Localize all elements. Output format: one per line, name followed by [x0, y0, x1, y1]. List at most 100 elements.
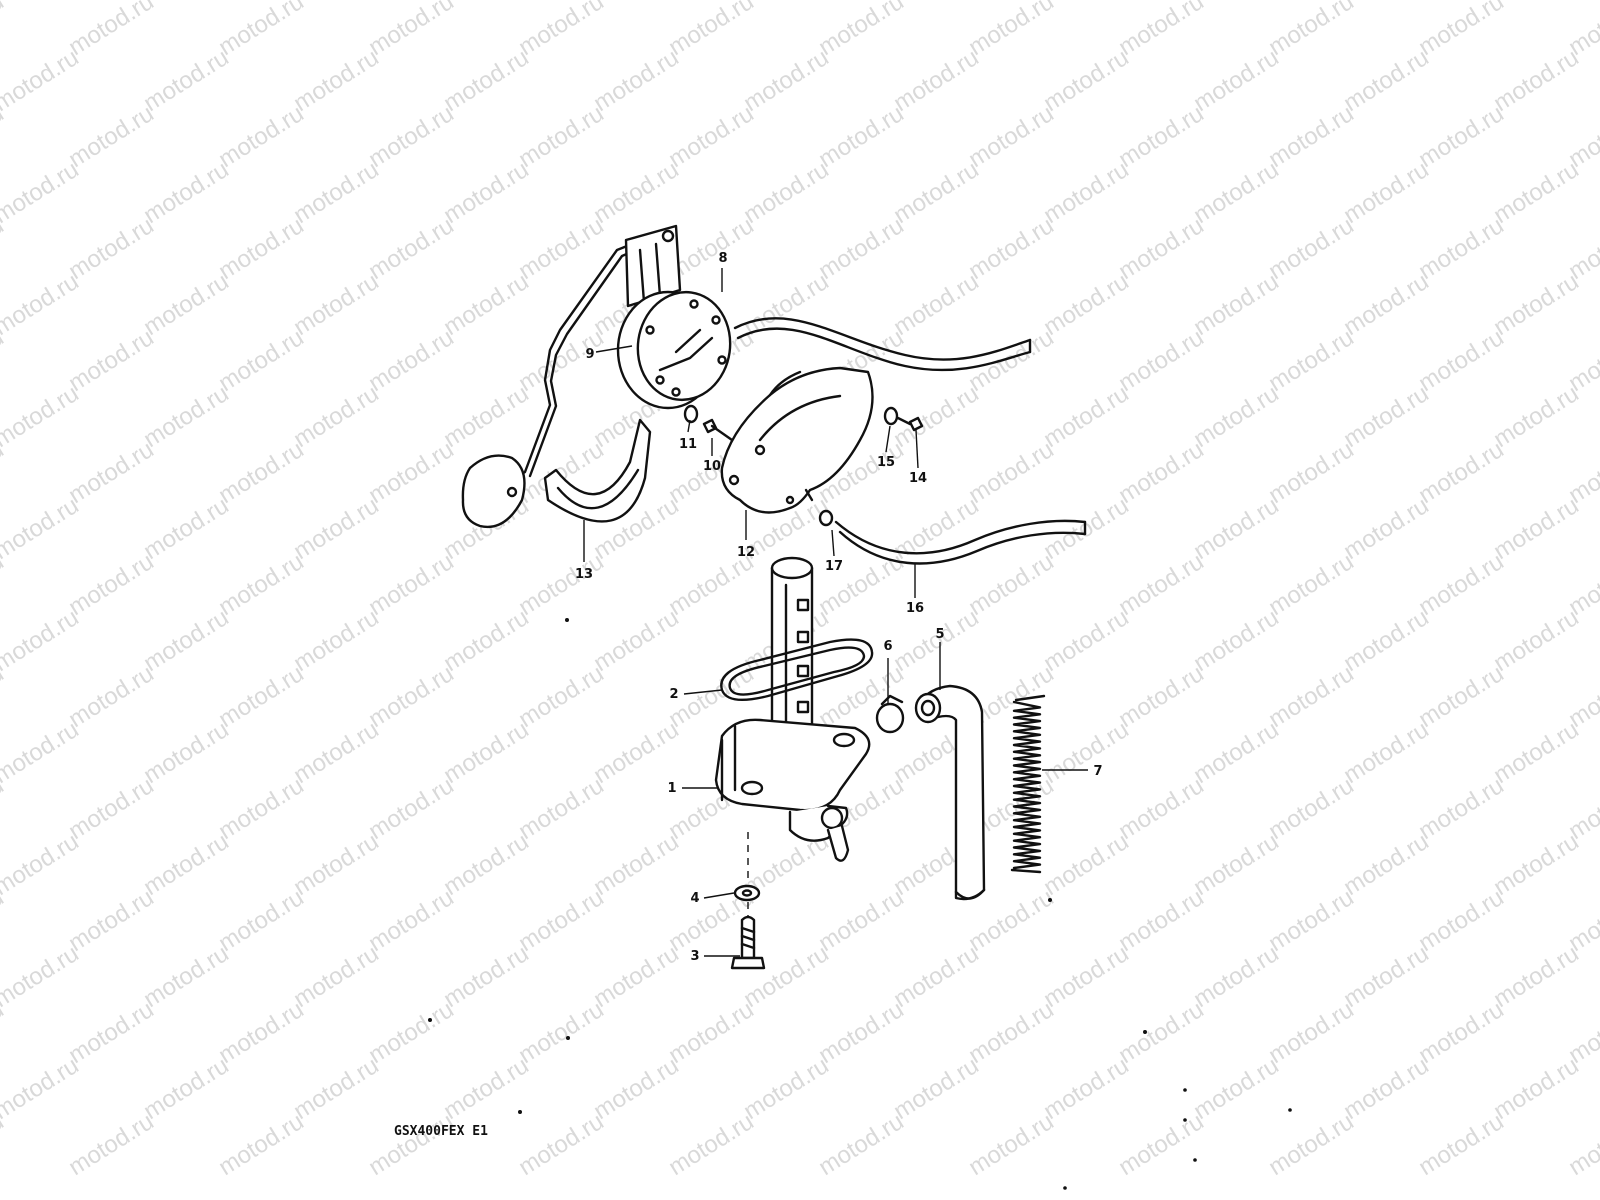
watermark-text: motod.ru	[214, 996, 309, 1069]
watermark-text: motod.ru	[1114, 548, 1209, 621]
watermark-text: motod.ru	[289, 1052, 384, 1125]
watermark-text: motod.ru	[289, 156, 384, 229]
watermark-text: motod.ru	[364, 548, 459, 621]
fuel-hose-icon	[914, 684, 986, 901]
watermark-text: motod.ru	[439, 156, 534, 229]
watermark-text: motod.ru	[1039, 1052, 1134, 1125]
watermark-text: motod.ru	[0, 828, 84, 901]
watermark-text: motod.ru	[1264, 772, 1359, 845]
watermark-text: motod.ru	[1114, 884, 1209, 957]
watermark-text: motod.ru	[214, 324, 309, 397]
watermark-text: motod.ru	[1189, 828, 1284, 901]
watermark-text: motod.ru	[1189, 604, 1284, 677]
watermark-text: motod.ru	[589, 44, 684, 117]
watermark-text: motod.ru	[889, 268, 984, 341]
watermark-text: motod.ru	[1339, 940, 1434, 1013]
watermark-text: motod.ru	[0, 380, 84, 453]
wire-lead-icon	[834, 519, 1087, 565]
watermark-text: motod.ru	[889, 44, 984, 117]
watermark-text: motod.ru	[1414, 100, 1509, 173]
watermark-text: motod.ru	[814, 0, 909, 61]
watermark-text: motod.ru	[964, 996, 1059, 1069]
watermark-text: motod.ru	[589, 604, 684, 677]
watermark-text: motod.ru	[1114, 324, 1209, 397]
watermark-text: motod.ru	[1414, 660, 1509, 733]
fuel-cock-body-icon	[714, 556, 871, 862]
watermark-text: motod.ru	[1489, 268, 1584, 341]
watermark-text: motod.ru	[739, 44, 834, 117]
watermark-text: motod.ru	[514, 100, 609, 173]
watermark-text: motod.ru	[139, 828, 234, 901]
watermark-text: motod.ru	[1264, 548, 1359, 621]
watermark-text: motod.ru	[814, 884, 909, 957]
watermark-text: motod.ru	[964, 436, 1059, 509]
scan-specks	[428, 618, 1292, 1190]
watermark-text: motod.ru	[889, 940, 984, 1013]
fuel-level-gauge-icon	[461, 224, 732, 529]
watermark-text: motod.ru	[64, 100, 159, 173]
watermark-text: motod.ru	[64, 548, 159, 621]
watermark-text: motod.ru	[589, 1052, 684, 1125]
watermark-text: motod.ru	[589, 156, 684, 229]
watermark-text: motod.ru	[1264, 100, 1359, 173]
watermark-text: motod.ru	[289, 268, 384, 341]
watermark-text: motod.ru	[814, 212, 909, 285]
watermark-text: motod.ru	[964, 100, 1059, 173]
watermark-text: motod.ru	[0, 156, 84, 229]
watermark-text: motod.ru	[1264, 436, 1359, 509]
watermark-text: motod.ru	[1414, 436, 1509, 509]
watermark-text: motod.ru	[289, 940, 384, 1013]
watermark-text: motod.ru	[739, 1052, 834, 1125]
screw-icon	[896, 416, 924, 432]
lock-washer-icon	[683, 404, 699, 424]
watermark-text: motod.ru	[139, 940, 234, 1013]
watermark-text: motod.ru	[64, 436, 159, 509]
watermark-text: motod.ru	[664, 0, 759, 61]
watermark-text: motod.ru	[1339, 44, 1434, 117]
watermark-text: motod.ru	[1339, 380, 1434, 453]
watermark-text: motod.ru	[514, 548, 609, 621]
watermark-text: motod.ru	[64, 660, 159, 733]
watermark-text: motod.ru	[1114, 996, 1209, 1069]
gauge-cover-icon	[720, 366, 874, 514]
gasket-icon	[720, 638, 874, 702]
watermark-text: motod.ru	[1489, 828, 1584, 901]
watermark-text: motod.ru	[364, 100, 459, 173]
watermark-text: motod.ru	[64, 884, 159, 957]
watermark-text: motod.ru	[139, 156, 234, 229]
cushion-icon	[543, 418, 652, 523]
watermark-text: motod.ru	[439, 380, 534, 453]
part-label-13: 13	[575, 567, 593, 582]
watermark-text: motod.ru	[439, 828, 534, 901]
watermark-text: motod.ru	[64, 1108, 159, 1181]
watermark-text: motod.ru	[0, 268, 84, 341]
part-label-16: 16	[906, 601, 924, 616]
watermark-text: motod.ru	[739, 156, 834, 229]
watermark-text: motod.ru	[1414, 996, 1509, 1069]
watermark-text: motod.ru	[64, 772, 159, 845]
watermark-text: motod.ru	[1039, 604, 1134, 677]
watermark-text: motod.ru	[364, 1108, 459, 1181]
watermark-text: motod.ru	[1264, 884, 1359, 957]
watermark-text: motod.ru	[0, 44, 84, 117]
watermark-text: motod.ru	[139, 44, 234, 117]
diagram-code: GSX400FEX E1	[394, 1124, 488, 1139]
watermark-text: motod.ru	[964, 548, 1059, 621]
watermark-text: motod.ru	[964, 212, 1059, 285]
spring-end	[1010, 868, 1042, 874]
washer-icon	[733, 884, 761, 902]
watermark-text: motod.ru	[1489, 604, 1584, 677]
watermark-text: motod.ru	[1114, 0, 1209, 61]
watermark-text: motod.ru	[1489, 492, 1584, 565]
part-label-11: 11	[679, 437, 697, 452]
part-label-5: 5	[935, 627, 944, 642]
watermark-text: motod.ru	[0, 0, 84, 5]
watermark-text: motod.ru	[214, 548, 309, 621]
watermark-text: motod.ru	[1339, 716, 1434, 789]
watermark-text: motod.ru	[1489, 940, 1584, 1013]
watermark-text: motod.ru	[1489, 44, 1584, 117]
watermark-text: motod.ru	[1414, 772, 1509, 845]
watermark-text: motod.ru	[1039, 268, 1134, 341]
watermark-text: motod.ru	[139, 492, 234, 565]
watermark-text: motod.ru	[1114, 436, 1209, 509]
